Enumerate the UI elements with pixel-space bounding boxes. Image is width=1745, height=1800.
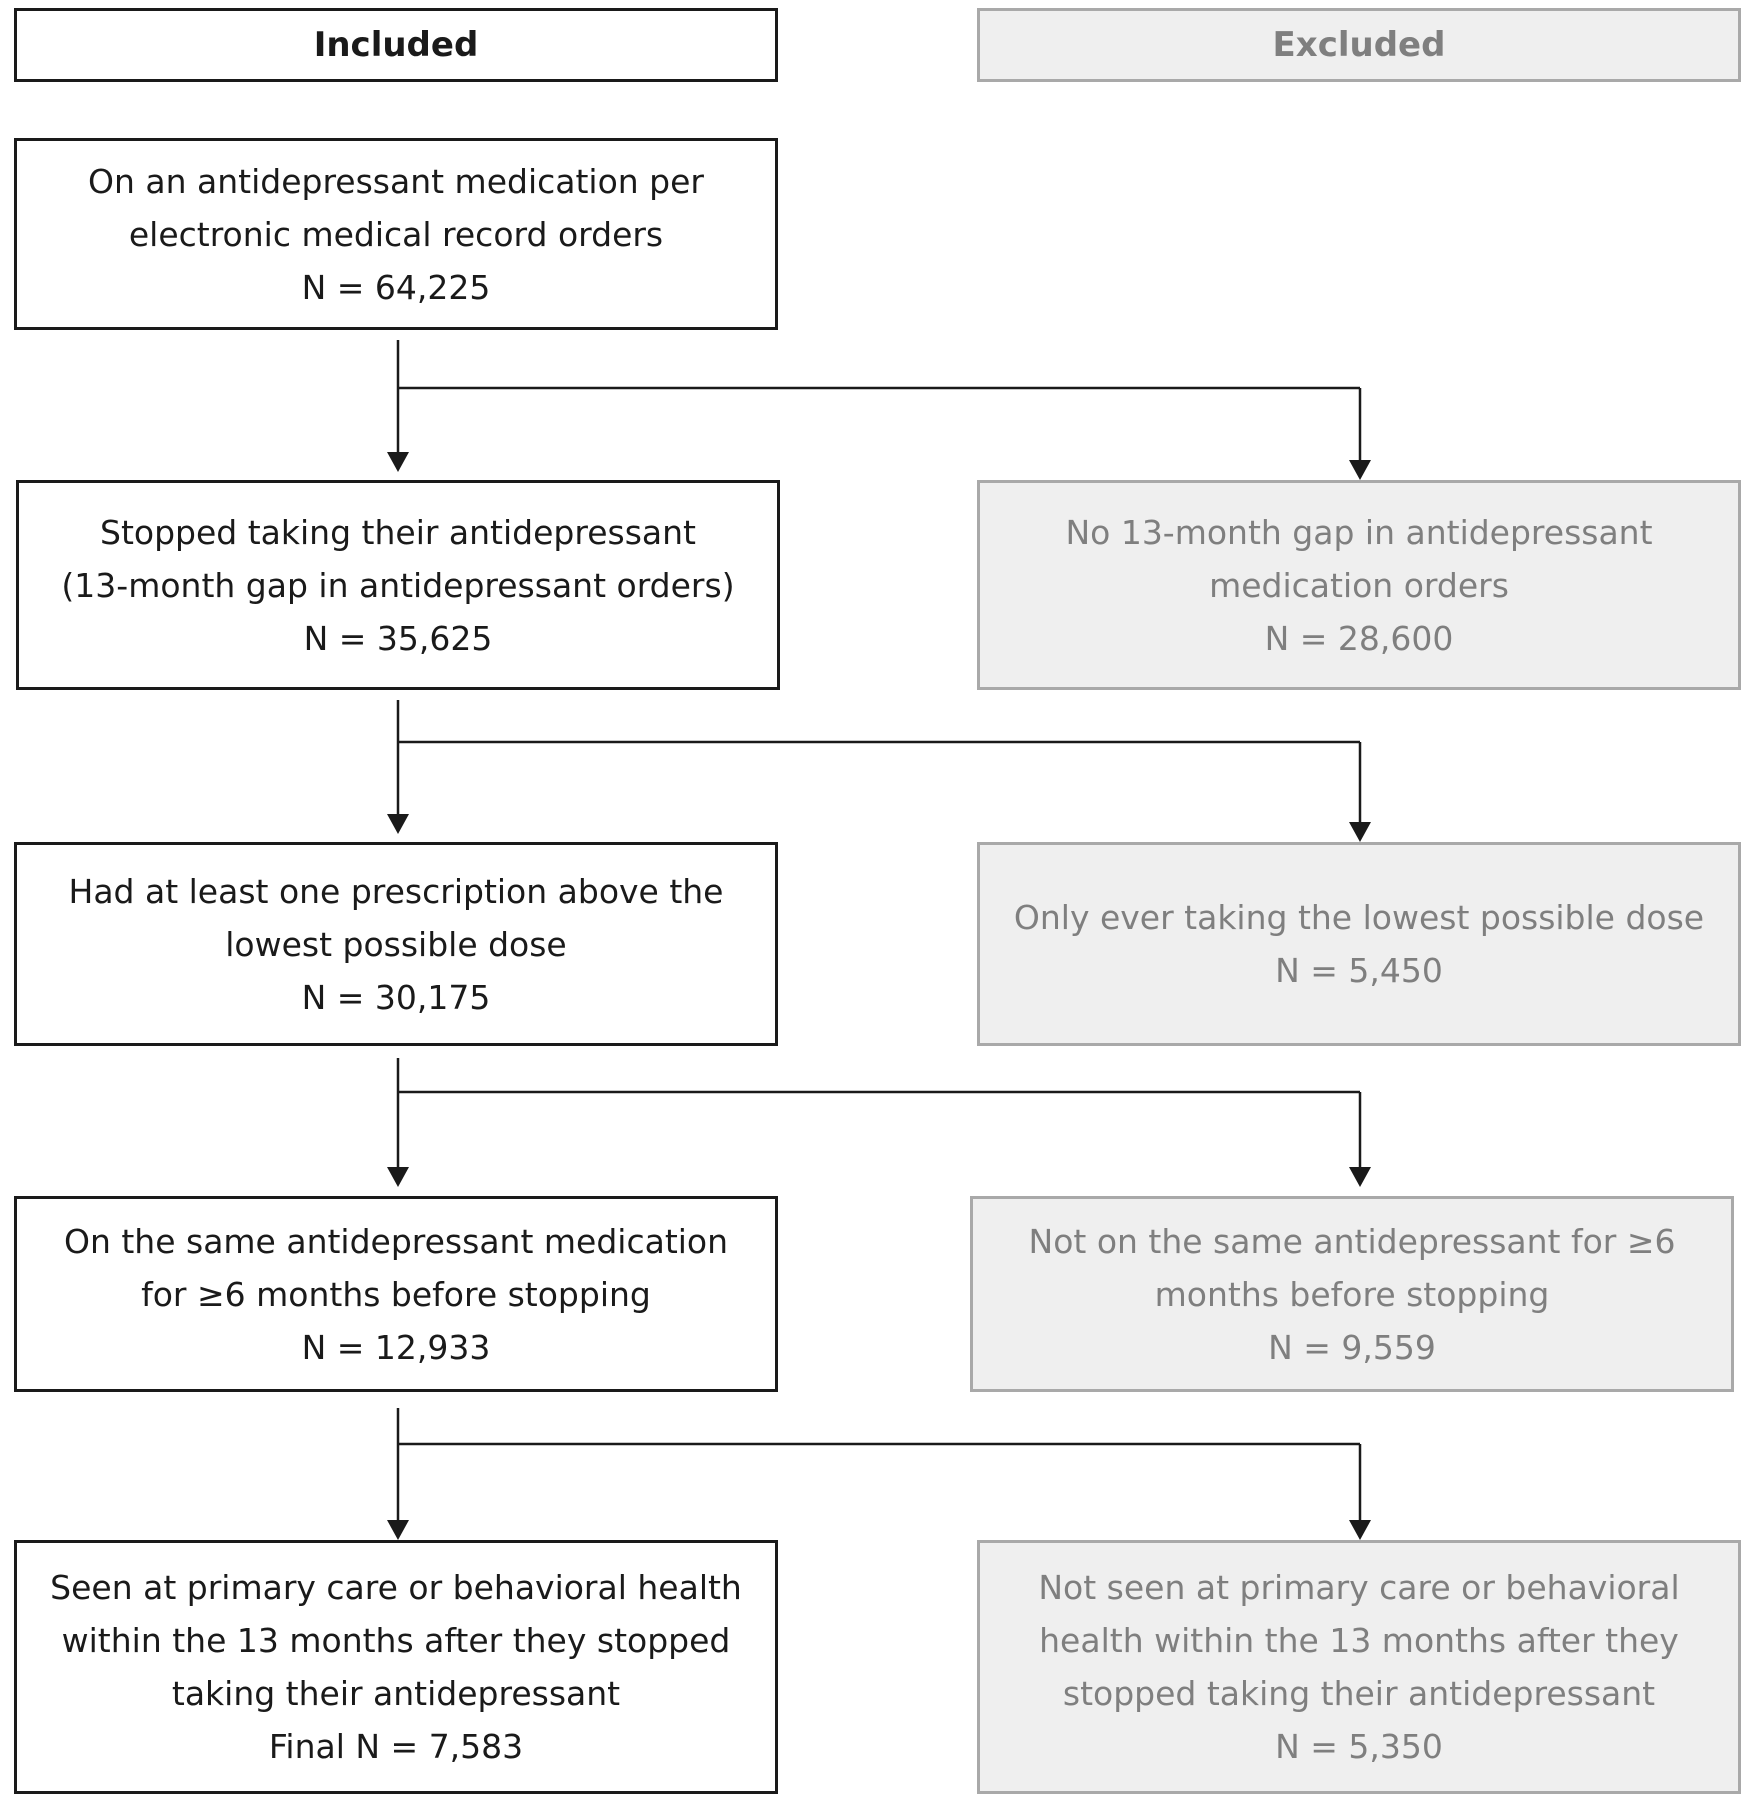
excluded-step-4-count: N = 5,350	[1275, 1727, 1443, 1766]
arrowhead-include-1	[387, 452, 409, 472]
excluded-step-1-line-2: medication orders	[1209, 565, 1509, 605]
excluded-step-4-line-1: Not seen at primary care or behavioral	[1038, 1568, 1680, 1607]
included-step-4-line-2: for ≥6 months before stopping	[141, 1274, 651, 1314]
excluded-step-4-line-3: stopped taking their antidepressant	[1062, 1674, 1656, 1713]
included-step-1-count: N = 64,225	[301, 267, 491, 307]
included-step-5-count: Final N = 7,583	[268, 1727, 524, 1766]
arrowhead-exclude-3	[1349, 1167, 1371, 1187]
included-step-2-line-1: Stopped taking their antidepressant	[100, 512, 696, 552]
excluded-step-2-line-1: Only ever taking the lowest possible dos…	[1013, 898, 1705, 937]
included-step-4: On the same antidepressant medication fo…	[14, 1196, 778, 1392]
included-step-1: On an antidepressant medication per elec…	[14, 138, 778, 330]
included-step-5-line-3: taking their antidepressant	[171, 1674, 621, 1713]
included-step-3-count: N = 30,175	[301, 977, 491, 1017]
arrowhead-exclude-2	[1349, 822, 1371, 842]
included-step-5-line-1: Seen at primary care or behavioral healt…	[50, 1568, 742, 1607]
excluded-header: Excluded	[977, 8, 1741, 82]
included-step-2-line-2: (13-month gap in antidepressant orders)	[61, 565, 735, 605]
excluded-step-3-line-1: Not on the same antidepressant for ≥6	[1028, 1221, 1676, 1261]
arrowhead-exclude-1	[1349, 460, 1371, 480]
included-step-1-line-1: On an antidepressant medication per	[88, 161, 704, 201]
included-step-3-line-1: Had at least one prescription above the	[68, 871, 724, 911]
arrowhead-include-3	[387, 1167, 409, 1187]
arrowhead-exclude-4	[1349, 1520, 1371, 1540]
included-step-3: Had at least one prescription above the …	[14, 842, 778, 1046]
excluded-step-4: Not seen at primary care or behavioral h…	[977, 1540, 1741, 1794]
excluded-header-label: Excluded	[1272, 24, 1446, 65]
excluded-step-2-count: N = 5,450	[1275, 951, 1443, 990]
arrowhead-include-4	[387, 1520, 409, 1540]
included-step-3-line-2: lowest possible dose	[225, 924, 567, 964]
excluded-step-3-line-2: months before stopping	[1154, 1274, 1550, 1314]
excluded-step-4-line-2: health within the 13 months after they	[1039, 1621, 1679, 1660]
included-step-2-count: N = 35,625	[303, 618, 493, 658]
excluded-step-1-count: N = 28,600	[1264, 618, 1454, 658]
arrowhead-include-2	[387, 814, 409, 834]
excluded-step-3: Not on the same antidepressant for ≥6 mo…	[970, 1196, 1734, 1392]
included-header: Included	[14, 8, 778, 82]
included-step-4-line-1: On the same antidepressant medication	[63, 1221, 729, 1261]
included-step-2: Stopped taking their antidepressant (13-…	[16, 480, 780, 690]
included-step-1-line-2: electronic medical record orders	[128, 214, 664, 254]
excluded-step-2: Only ever taking the lowest possible dos…	[977, 842, 1741, 1046]
included-header-label: Included	[313, 24, 479, 65]
excluded-step-1: No 13-month gap in antidepressant medica…	[977, 480, 1741, 690]
included-step-5-final: Seen at primary care or behavioral healt…	[14, 1540, 778, 1794]
included-step-5-line-2: within the 13 months after they stopped	[61, 1621, 731, 1660]
included-step-4-count: N = 12,933	[301, 1327, 491, 1367]
excluded-step-1-line-1: No 13-month gap in antidepressant	[1065, 512, 1653, 552]
excluded-step-3-count: N = 9,559	[1268, 1327, 1436, 1367]
